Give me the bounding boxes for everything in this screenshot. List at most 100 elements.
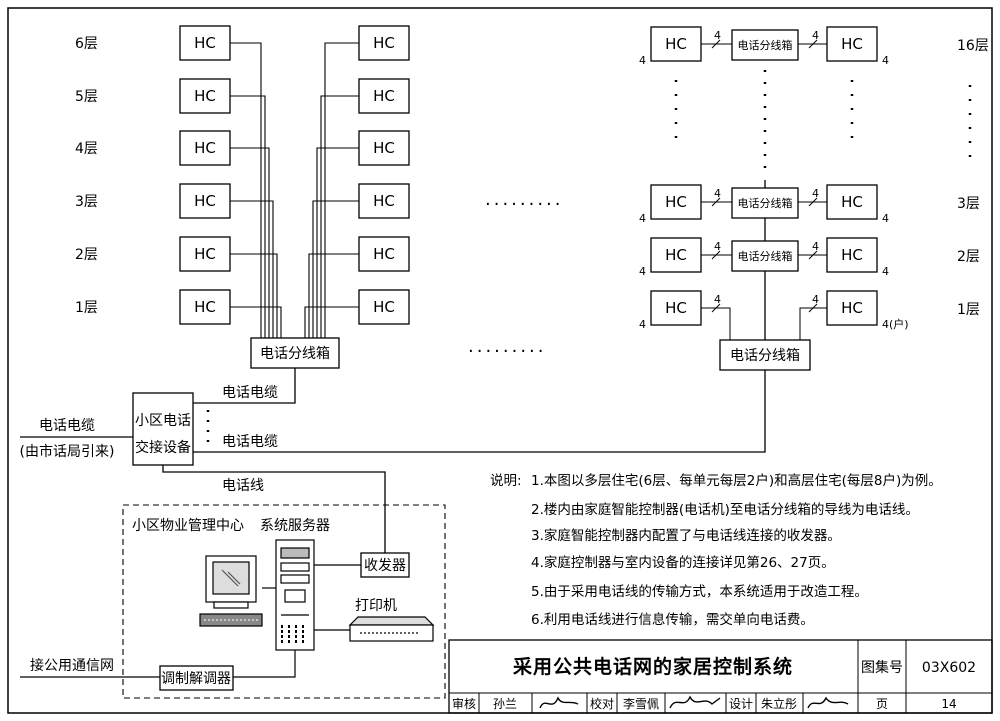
notes-prefix: 说明: xyxy=(490,473,522,489)
lowrise-cable-label: 电话电缆 xyxy=(222,385,278,401)
atlas-no-label: 图集号 xyxy=(861,659,903,676)
note-item: 6.利用电话线进行信息传输，需交单向电话费。 xyxy=(531,611,814,628)
proofer-signature xyxy=(669,695,721,709)
phone-line xyxy=(162,465,386,553)
atlas-no: 03X602 xyxy=(922,660,976,676)
household-count: 4 xyxy=(639,318,646,331)
junction-box-label: 电话分线箱 xyxy=(738,38,793,52)
highrise-floor-3 xyxy=(650,184,878,220)
exchange-line1: 小区电话 xyxy=(135,413,191,429)
note-item: 5.由于采用电话线的传输方式，本系统适用于改造工程。 xyxy=(531,584,868,600)
floor-label: 6层 xyxy=(75,36,98,52)
drawing-title: 采用公共电话网的家居控制系统 xyxy=(513,655,793,678)
server-modem-link xyxy=(233,650,296,678)
incoming-source-label: (由市话局引来) xyxy=(20,443,115,460)
household-count: 4 xyxy=(639,265,646,278)
hc-label: HC xyxy=(194,192,216,210)
printer-icon xyxy=(348,616,435,642)
phone-line-label: 电话线 xyxy=(222,478,264,494)
modem-box xyxy=(159,665,234,691)
hc-label: HC xyxy=(194,245,216,263)
floor-label: 2层 xyxy=(957,249,980,265)
page-number: 14 xyxy=(941,697,956,711)
incoming-cable-label: 电话电缆 xyxy=(39,418,95,434)
highrise-cable-label: 电话电缆 xyxy=(222,434,278,450)
wire-count: 4 xyxy=(812,187,819,200)
printer-label: 打印机 xyxy=(355,597,397,614)
hc-label: HC xyxy=(665,35,687,53)
hc-label: HC xyxy=(665,193,687,211)
wire-count: 4 xyxy=(812,240,819,253)
hc-label: HC xyxy=(373,298,395,316)
public-network-label: 接公用通信网 xyxy=(30,657,114,674)
modem-label: 调制解调器 xyxy=(161,671,231,687)
floor-label: 2层 xyxy=(75,247,98,263)
management-center: 小区物业管理中心 系统服务器 xyxy=(20,504,446,699)
lowrise-cable xyxy=(193,368,296,404)
notes: 说明: 1.本图以多层住宅(6层、每单元每层2户)和高层住宅(每层8户)为例。 … xyxy=(490,472,942,628)
hc-label: HC xyxy=(841,299,863,317)
note-item: 4.家庭控制器与室内设备的连接详见第26、27页。 xyxy=(531,554,835,571)
server-label: 系统服务器 xyxy=(260,518,330,534)
floor-label: 3层 xyxy=(957,196,980,212)
reviewer: 孙兰 xyxy=(493,697,517,711)
lowrise-building: 6层 5层 4层 3层 2层 1层 HC HC HC HC HC HC HC H… xyxy=(75,25,410,404)
floor-label: 3层 xyxy=(75,194,98,210)
hc-label: HC xyxy=(194,34,216,52)
exchange-line2: 交接设备 xyxy=(135,439,191,456)
lowrise-left-hcs xyxy=(179,25,231,325)
floor-label: 16层 xyxy=(957,38,989,54)
highrise-floor-2 xyxy=(650,237,878,273)
proof-label: 校对 xyxy=(590,696,614,711)
transceiver-box xyxy=(360,552,410,578)
wire-count: 4 xyxy=(812,29,819,42)
floor-label: 5层 xyxy=(75,89,98,105)
note-item: 3.家庭智能控制器内配置了与电话线连接的收发器。 xyxy=(531,527,841,544)
ellipsis-dots: ········· xyxy=(468,341,547,362)
management-center-border xyxy=(122,504,446,699)
hc-label: HC xyxy=(665,299,687,317)
page-label: 页 xyxy=(876,697,888,711)
management-center-label: 小区物业管理中心 xyxy=(132,518,244,534)
junction-box-label: 电话分线箱 xyxy=(738,196,793,210)
designer: 朱立彤 xyxy=(761,696,797,711)
hc-label: HC xyxy=(194,139,216,157)
wire-count: 4 xyxy=(714,293,721,306)
hc-label: HC xyxy=(194,298,216,316)
hc-label: HC xyxy=(373,34,395,52)
household-count: 4 xyxy=(882,265,889,278)
hc-label: HC xyxy=(373,139,395,157)
household-count: 4 xyxy=(882,212,889,225)
junction-box-label: 电话分线箱 xyxy=(738,249,793,263)
highrise-building: 16层 3层 2层 1层 xyxy=(193,26,989,453)
wire-count: 4 xyxy=(714,29,721,42)
hc-label: HC xyxy=(841,35,863,53)
transceiver-label: 收发器 xyxy=(364,558,406,574)
hc-label: HC xyxy=(665,246,687,264)
highrise-floor-16 xyxy=(650,26,878,62)
household-label: 4(户) xyxy=(882,317,909,331)
title-block: 采用公共电话网的家居控制系统 图集号 03X602 审核 孙兰 校对 李雪佩 设… xyxy=(448,639,993,714)
floor-label: 1层 xyxy=(957,302,980,318)
ellipsis-dots: ········· xyxy=(485,194,564,215)
exchange-equipment: 小区电话 交接设备 电话电缆 (由市话局引来) 电话电缆 电话线 xyxy=(20,392,386,553)
designer-signature xyxy=(807,696,849,709)
reviewer-signature xyxy=(539,696,579,709)
hc-label: HC xyxy=(373,192,395,210)
junction-box-label: 电话分线箱 xyxy=(730,348,800,364)
lowrise-riser-wires xyxy=(230,42,359,338)
junction-box-label: 电话分线箱 xyxy=(260,346,330,362)
highrise-floor-1 xyxy=(650,290,878,340)
wire-count: 4 xyxy=(714,240,721,253)
household-count: 4 xyxy=(882,54,889,67)
hc-label: HC xyxy=(194,87,216,105)
highrise-junction-box xyxy=(719,339,811,371)
riser-gap xyxy=(760,62,770,180)
highrise-cable xyxy=(193,370,766,453)
note-item: 2.楼内由家庭智能控制器(电话机)至电话分线箱的导线为电话线。 xyxy=(531,501,919,518)
note-item: 1.本图以多层住宅(6层、每单元每层2户)和高层住宅(每层8户)为例。 xyxy=(531,472,942,489)
computer-monitor-icon xyxy=(199,555,263,627)
hc-label: HC xyxy=(373,87,395,105)
wire-count: 4 xyxy=(714,187,721,200)
